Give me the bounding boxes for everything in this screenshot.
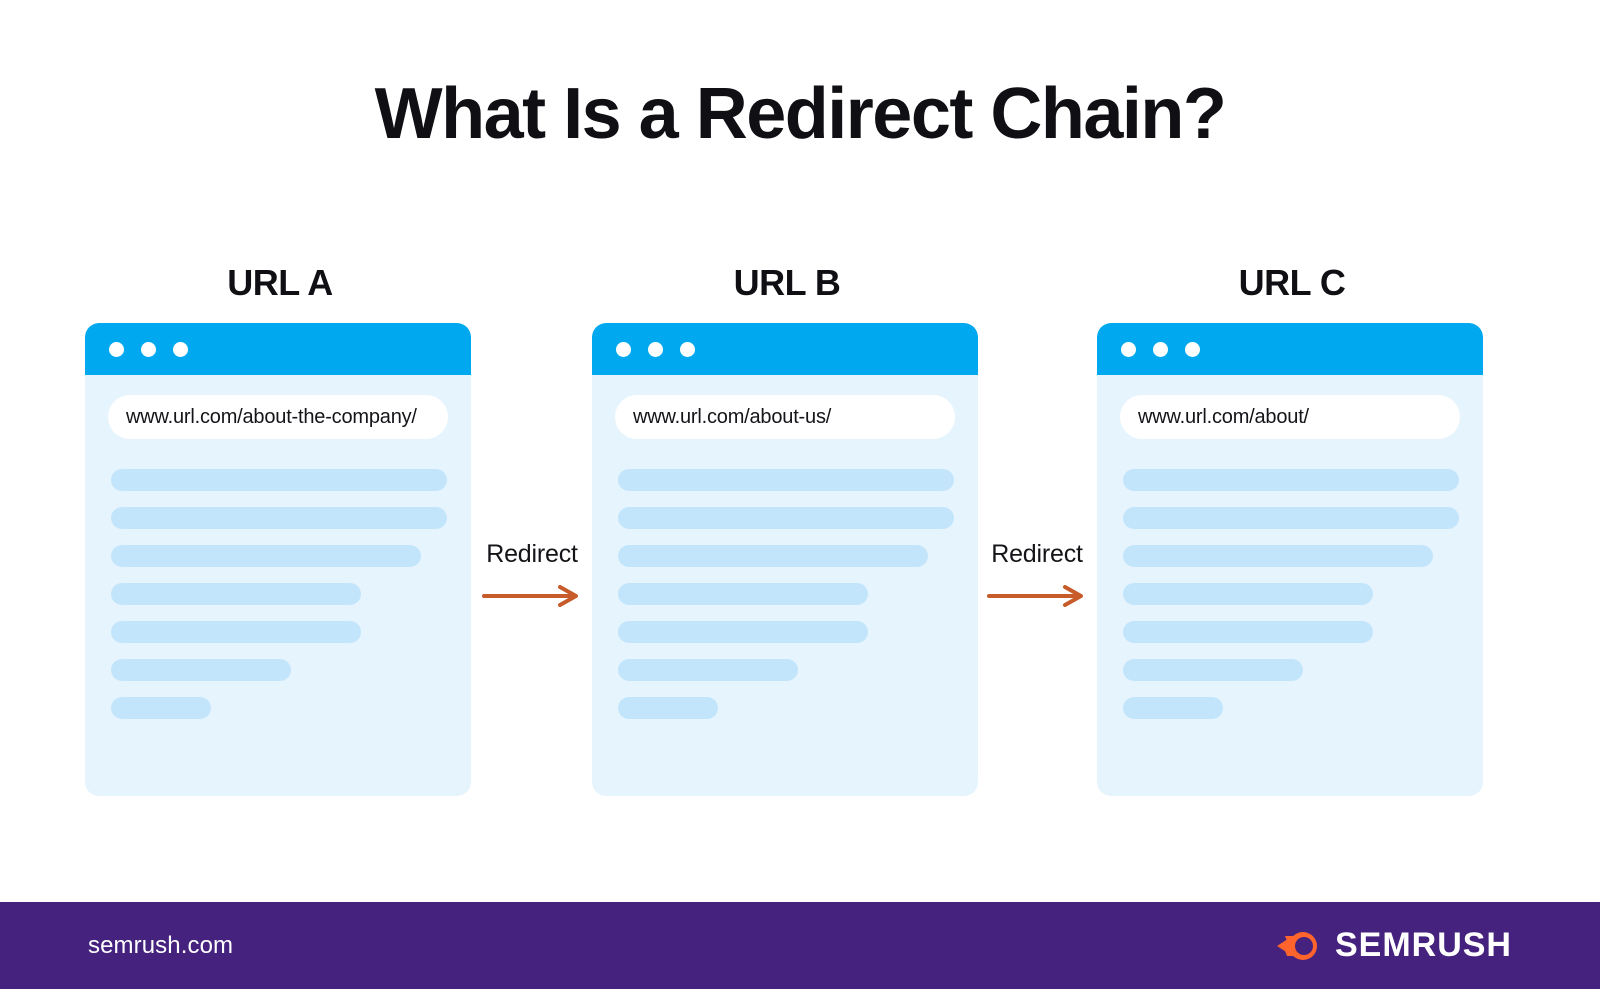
- window-dot-icon: [109, 341, 124, 357]
- arrow-right-icon: [987, 585, 1083, 607]
- content-line: [618, 697, 718, 719]
- content-line: [1123, 545, 1433, 567]
- window-dot-icon: [1121, 341, 1136, 357]
- content-line: [111, 583, 361, 605]
- browser-window-b: www.url.com/about-us/: [592, 323, 978, 796]
- url-card-label-a: URL A: [227, 262, 333, 303]
- footer-website-url: semrush.com: [88, 931, 234, 959]
- url-bar-a[interactable]: www.url.com/about-the-company/: [108, 395, 448, 439]
- page-content-placeholder-a: [85, 469, 471, 719]
- browser-titlebar-a: [85, 323, 471, 375]
- window-dot-icon: [173, 341, 188, 357]
- url-bar-c[interactable]: www.url.com/about/: [1120, 395, 1460, 439]
- content-line: [111, 469, 447, 491]
- content-line: [1123, 659, 1303, 681]
- url-card-label-b: URL B: [733, 262, 841, 303]
- url-card-column-c: URL C www.url.com/about/: [1097, 258, 1487, 796]
- url-text-c: www.url.com/about/: [1138, 405, 1309, 428]
- window-dot-icon: [616, 341, 631, 357]
- url-card-label-c: URL C: [1238, 262, 1346, 303]
- content-line: [1123, 621, 1373, 643]
- content-line: [618, 507, 954, 529]
- content-line: [1123, 583, 1373, 605]
- semrush-logo: SEMRUSH: [1275, 926, 1512, 965]
- redirect-label-1: Redirect: [486, 540, 578, 568]
- content-line: [111, 621, 361, 643]
- content-line: [1123, 697, 1223, 719]
- arrow-right-icon: [482, 585, 578, 607]
- browser-window-c: www.url.com/about/: [1097, 323, 1483, 796]
- content-line: [111, 697, 211, 719]
- redirect-chain-diagram: URL A www.url.com/about-the-company/: [0, 258, 1600, 818]
- browser-window-a: www.url.com/about-the-company/: [85, 323, 471, 796]
- content-line: [111, 545, 421, 567]
- window-dot-icon: [1153, 341, 1168, 357]
- content-line: [618, 621, 868, 643]
- content-line: [111, 507, 447, 529]
- semrush-wordmark: SEMRUSH: [1334, 926, 1512, 964]
- content-line: [111, 659, 291, 681]
- footer-bar: semrush.com SEMRUSH: [0, 902, 1600, 989]
- content-line: [618, 545, 928, 567]
- redirect-connector-1: Redirect: [472, 540, 592, 607]
- url-card-column-b: URL B www.url.com/about-us/: [592, 258, 982, 796]
- content-line: [618, 469, 954, 491]
- window-dot-icon: [648, 341, 663, 357]
- window-dot-icon: [1185, 341, 1200, 357]
- content-line: [1123, 469, 1459, 491]
- semrush-comet-icon: [1276, 931, 1317, 960]
- url-text-b: www.url.com/about-us/: [633, 405, 832, 428]
- url-card-column-a: URL A www.url.com/about-the-company/: [85, 258, 475, 796]
- window-dot-icon: [680, 341, 695, 357]
- browser-titlebar-b: [592, 323, 978, 375]
- content-line: [618, 659, 798, 681]
- redirect-label-2: Redirect: [991, 540, 1083, 568]
- page-content-placeholder-c: [1097, 469, 1483, 719]
- url-bar-b[interactable]: www.url.com/about-us/: [615, 395, 955, 439]
- browser-titlebar-c: [1097, 323, 1483, 375]
- redirect-connector-2: Redirect: [977, 540, 1097, 607]
- page-content-placeholder-b: [592, 469, 978, 719]
- window-dot-icon: [141, 341, 156, 357]
- content-line: [618, 583, 868, 605]
- page-title: What Is a Redirect Chain?: [374, 74, 1227, 154]
- url-text-a: www.url.com/about-the-company/: [126, 405, 417, 428]
- content-line: [1123, 507, 1459, 529]
